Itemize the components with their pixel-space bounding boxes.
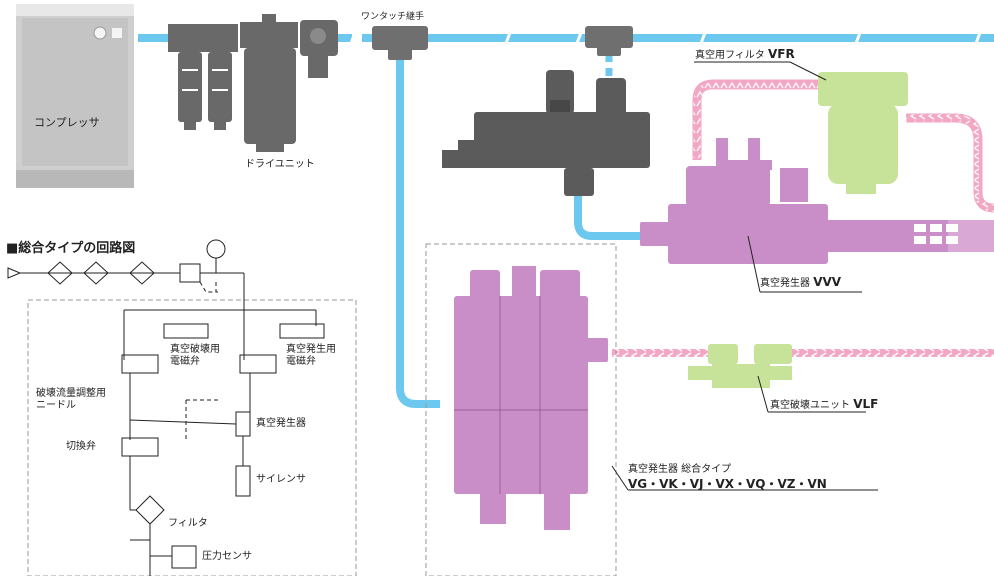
vac-generator-label: 真空発生器: [256, 418, 306, 430]
vlf-model: VLF: [853, 397, 878, 411]
one-touch-fitting: [372, 26, 428, 60]
vlf-label: 真空破壊ユニット VLF: [770, 398, 878, 412]
vfr-model: VFR: [768, 47, 795, 61]
needle-label: 破壊流量調整用ニードル: [36, 388, 106, 411]
vacuum-line: [792, 349, 994, 357]
vacuum-line: [612, 349, 708, 357]
solenoid-valve-block: [442, 70, 650, 196]
circuit-frame: [28, 300, 356, 576]
circuit-title: ■総合タイプの回路図: [6, 237, 135, 256]
total-type-label: 真空発生器 総合タイプ: [628, 464, 731, 476]
vlf-prefix: 真空破壊ユニット: [770, 400, 850, 411]
vvv-prefix: 真空発生器: [760, 278, 810, 289]
break-solenoid-line2: 電磁弁: [170, 356, 200, 367]
vvv-model: VVV: [813, 275, 841, 289]
needle-line2: ニードル: [36, 400, 76, 411]
gen-solenoid-line1: 真空発生用: [286, 344, 336, 355]
compressor: [16, 4, 134, 188]
compressor-label: コンプレッサ: [34, 117, 100, 130]
vacuum-filter-vfr: [818, 72, 908, 194]
one-touch-fitting: [585, 26, 633, 56]
pressure-sensor-label: 圧力センサ: [202, 551, 252, 563]
vvv-label: 真空発生器 VVV: [760, 276, 841, 290]
dry-unit-label: ドライユニット: [245, 159, 315, 171]
one-touch-label: ワンタッチ継手: [361, 12, 424, 22]
vfr-prefix: 真空用フィルタ: [695, 50, 765, 61]
total-type-models: VG・VK・VJ・VX・VQ・VZ・VN: [628, 478, 827, 492]
switch-valve-label: 切換弁: [66, 441, 96, 453]
gen-solenoid-label: 真空発生用電磁弁: [286, 344, 336, 367]
gen-solenoid-line2: 電磁弁: [286, 356, 316, 367]
filter-label: フィルタ: [168, 518, 208, 530]
silencer-label: サイレンサ: [256, 474, 306, 486]
break-solenoid-line1: 真空破壊用: [170, 344, 220, 355]
break-solenoid-label: 真空破壊用電磁弁: [170, 344, 220, 367]
vfr-label: 真空用フィルタ VFR: [695, 48, 795, 62]
frl-unit: [168, 14, 338, 152]
needle-line1: 破壊流量調整用: [36, 388, 106, 399]
vacuum-generator-combined: [454, 266, 608, 530]
